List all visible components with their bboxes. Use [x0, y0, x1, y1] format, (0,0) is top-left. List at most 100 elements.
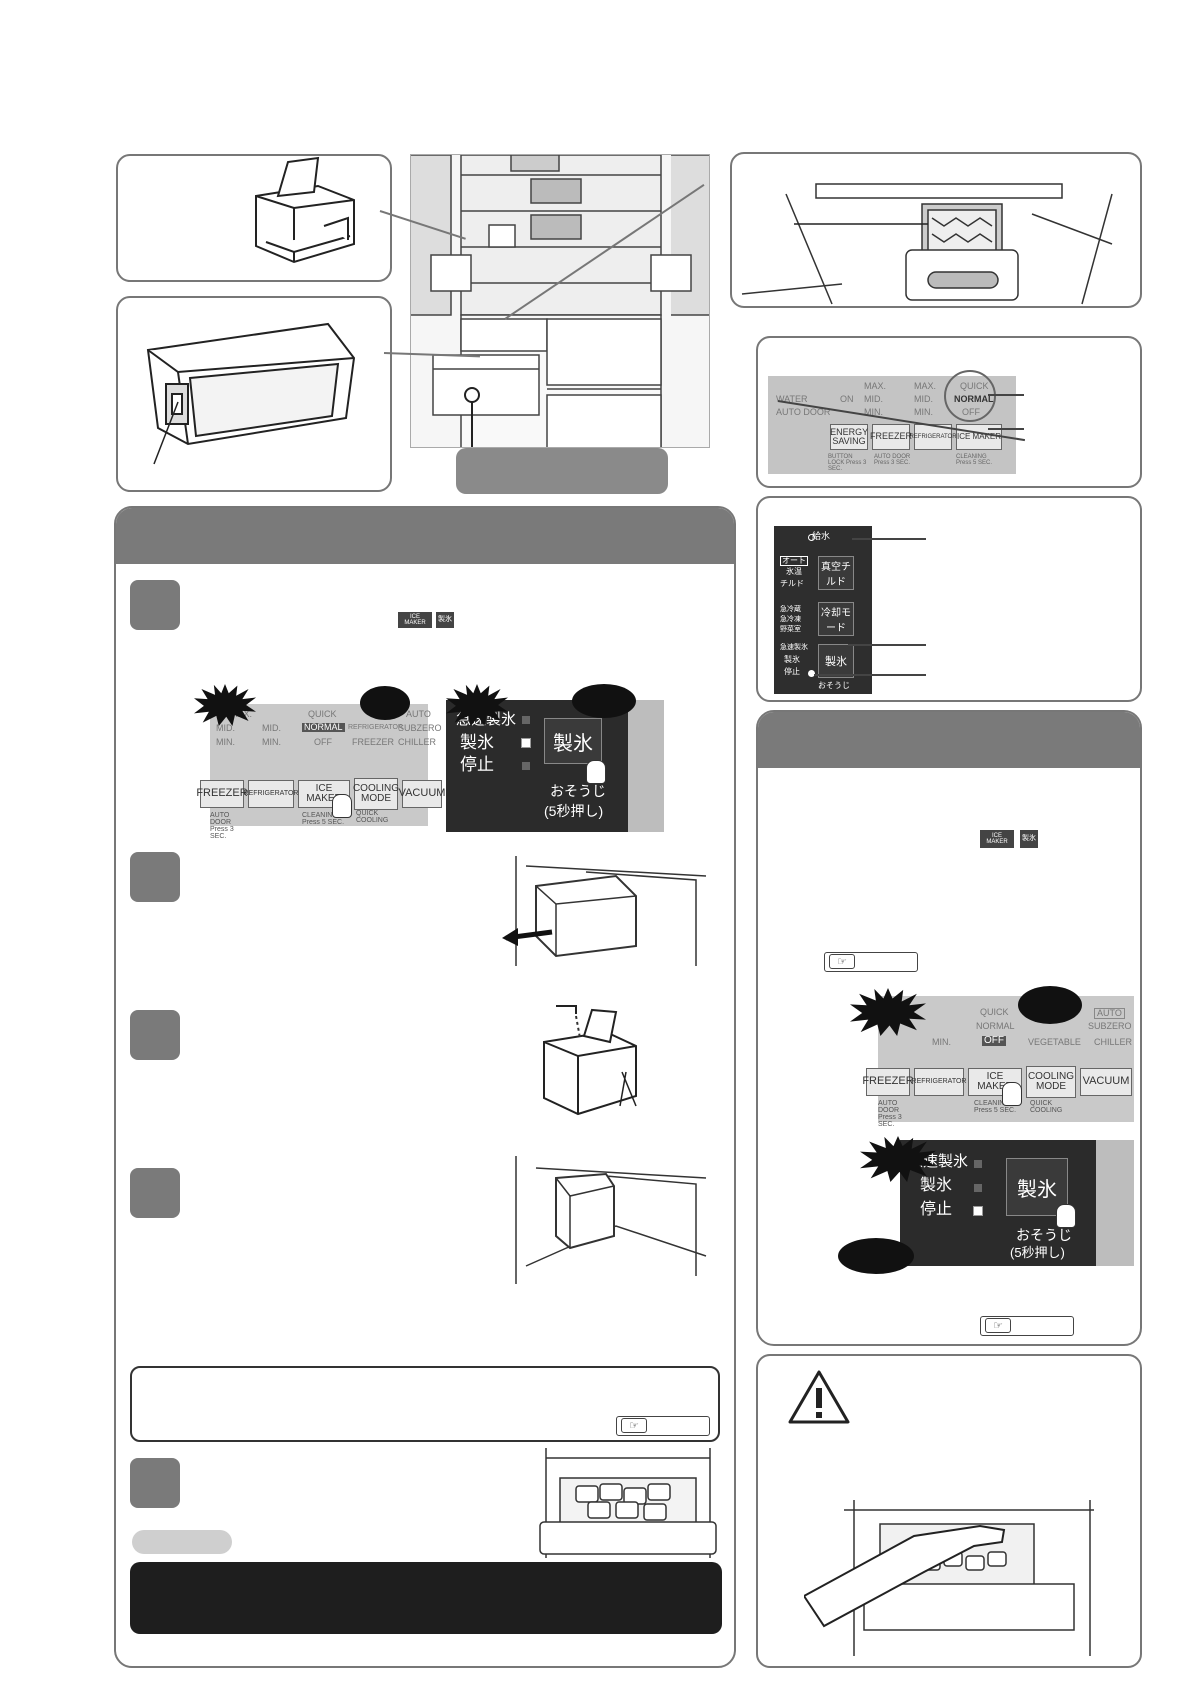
step-marker-5	[130, 1458, 180, 1508]
panel-label: QUICK	[308, 709, 337, 719]
vacuum-button[interactable]: VACUUM	[399, 780, 445, 808]
intl-control-panel-box: MAX. MAX. QUICK WATER ON MID. MID. NORMA…	[756, 336, 1142, 488]
callout-bubble	[838, 1238, 914, 1274]
seihyo-badge: 製氷	[1020, 830, 1038, 848]
panel-label: QUICK	[980, 1007, 1009, 1017]
jp-control-panel: 給水 オート 氷温 チルド 真空チルド 急冷蔵 急冷凍 野菜室 冷却モード 急速…	[774, 526, 872, 694]
step1-jp-panel: 急速製氷 製氷 停止 製氷 おそうじ (5秒押し)	[446, 700, 664, 832]
page-ref-button[interactable]: ☞	[980, 1316, 1074, 1336]
callout-line	[848, 644, 926, 646]
callout-bubble	[572, 684, 636, 718]
freezer-button[interactable]: FREEZER	[862, 1068, 914, 1096]
step1-intl-panel: MAX. QUICK AUTO MID. MID. NORMAL REFRIGE…	[196, 704, 445, 840]
led-label: チルド	[780, 579, 804, 588]
seihyo-badge: 製氷	[436, 612, 454, 628]
ice-led-label: 製氷	[920, 1177, 953, 1194]
panel-label: MID.	[216, 723, 235, 733]
step-marker-2	[130, 852, 180, 902]
fridge-interior-illustration	[410, 154, 710, 448]
led-label: 急冷凍	[780, 616, 801, 623]
led	[522, 762, 530, 770]
led-label: オート	[780, 556, 808, 566]
panel-label: MID.	[262, 723, 281, 733]
cooling-mode-button[interactable]: COOLING MODE	[1026, 1066, 1076, 1098]
page-ref-button[interactable]: ☞	[824, 952, 918, 972]
ice-box-label-bar	[456, 448, 668, 494]
ice-making-button[interactable]: 製氷	[818, 644, 854, 678]
water-tank-detail-box	[116, 154, 392, 282]
vacuum-chilled-button[interactable]: 真空チルド	[818, 556, 854, 590]
ice-storage-illustration	[539, 1448, 717, 1558]
warning-triangle-icon	[788, 1370, 850, 1424]
caution-section	[756, 1354, 1142, 1668]
remove-tank-illustration	[502, 856, 707, 966]
panel-label: MIN.	[262, 737, 281, 747]
ice-maker-badge: ICE MAKER	[398, 612, 432, 628]
auto-door-sub: AUTO DOOR Press 3 SEC.	[874, 454, 911, 466]
panel-top-label: MAX.	[864, 381, 887, 391]
led-lit	[521, 738, 531, 748]
panel-mid-label: MID.	[864, 394, 883, 404]
panel-side-strip	[1096, 1140, 1134, 1266]
panel-side-strip	[628, 700, 664, 832]
ice-tray-illustration	[146, 322, 356, 465]
panel-on-label: ON	[840, 394, 854, 404]
panel-auto-door-label: AUTO DOOR	[776, 407, 831, 417]
panel-top-label: MAX.	[914, 381, 937, 391]
panel-label: OFF	[314, 737, 332, 747]
ice-led-label: 製氷	[460, 733, 494, 752]
stop-ice-making-section: ICE MAKER 製氷 ☞ QUICK AUTO NORMAL SUBZERO…	[756, 710, 1142, 1346]
led-label: 氷温	[786, 567, 802, 576]
stop-led-label: 停止	[920, 1201, 953, 1218]
led-label: 急冷蔵	[780, 606, 801, 613]
cooling-mode-button[interactable]: COOLING MODE	[353, 778, 399, 810]
panel-label: AUTO	[406, 709, 431, 719]
vacuum-button[interactable]: VACUUM	[1080, 1068, 1132, 1096]
refrigerator-button[interactable]: REFRIGERATOR	[244, 780, 298, 808]
ice-maker-badge: ICE MAKER	[980, 830, 1014, 848]
panel-label: NORMAL	[976, 1021, 1015, 1031]
panel-label: FREEZER	[352, 737, 395, 747]
panel-label: MIN.	[216, 737, 235, 747]
ice-making-button[interactable]: 製氷	[544, 718, 602, 764]
stop-jp-panel: 急速製氷 製氷 停止 製氷 おそうじ (5秒押し)	[900, 1140, 1134, 1266]
panel-water-label: WATER	[776, 394, 808, 404]
water-tank-illustration	[255, 156, 355, 264]
ice-making-procedure-section: ICE MAKER 製氷 MAX. QUICK AUTO MID. MID. N…	[114, 506, 736, 1668]
cleaning-label: おそうじ	[550, 783, 606, 799]
led-lit	[973, 1206, 983, 1216]
hand-pointer-icon	[1002, 1082, 1022, 1106]
warning-banner	[130, 1562, 722, 1634]
panel-label: CHILLER	[1094, 1037, 1133, 1047]
section-header	[116, 508, 734, 564]
section-header	[758, 712, 1140, 768]
callout-bubble	[1018, 986, 1082, 1024]
auto-door-sub: AUTO DOOR Press 3 SEC.	[210, 812, 234, 840]
panel-label: SUBZERO	[398, 723, 442, 733]
freezer-button[interactable]: FREEZER	[870, 424, 912, 450]
hand-pointer-icon	[586, 760, 606, 784]
water-supply-label: 給水	[812, 531, 831, 541]
energy-saving-button[interactable]: ENERGY SAVING	[830, 424, 868, 450]
panel-label: SUBZERO	[1088, 1021, 1132, 1031]
auto-door-sub: AUTO DOOR Press 3 SEC.	[878, 1100, 902, 1128]
cooling-mode-button[interactable]: 冷却モード	[818, 602, 854, 636]
intl-control-panel: MAX. MAX. QUICK WATER ON MID. MID. NORMA…	[768, 370, 1016, 474]
pointing-hand-icon: ☞	[621, 1418, 647, 1433]
normal-label: NORMAL	[302, 722, 345, 732]
ice-maker-detail-box	[730, 152, 1142, 308]
quick-cooling-sub: QUICK COOLING	[356, 810, 389, 824]
panel-min-label: MIN.	[914, 407, 933, 417]
press-5sec-label: (5秒押し)	[1010, 1245, 1065, 1260]
refrigerator-button[interactable]: REFRIGERATOR	[912, 1068, 966, 1096]
step-marker-1	[130, 580, 180, 630]
stop-intl-panel: QUICK AUTO NORMAL SUBZERO MIN. OFF VEGET…	[862, 996, 1134, 1128]
ice-maker-button[interactable]: ICE MAKER	[956, 424, 1002, 450]
callout-line	[814, 674, 926, 676]
page-ref-button[interactable]: ☞	[616, 1416, 710, 1436]
cleaning-sub: CLEANING Press 5 SEC.	[974, 1100, 1017, 1114]
ice-tray-detail-box	[116, 296, 392, 492]
led	[522, 716, 530, 724]
freezer-button[interactable]: FREEZER	[196, 780, 248, 808]
pointing-hand-icon: ☞	[985, 1318, 1011, 1333]
